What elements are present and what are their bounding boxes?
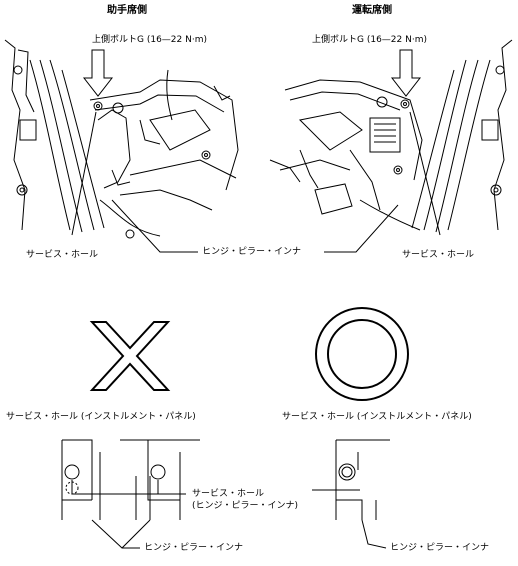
- service-hole-hinge-sublabel: (ヒンジ・ピラー・インナ): [192, 501, 299, 511]
- service-hole-label-left: サービス・ホール: [26, 250, 99, 260]
- upper-bolt-label-left: 上側ボルトG (16—22 N·m): [92, 35, 207, 45]
- service-hole-label-right: サービス・ホール: [402, 250, 475, 260]
- service-hole-panel-label-right: サービス・ホール (インストルメント・パネル): [282, 412, 472, 422]
- driver-side-drawing: [269, 39, 513, 236]
- incorrect-detail-drawing: [61, 439, 200, 549]
- passenger-side-title: 助手席側: [107, 5, 147, 16]
- correct-detail-drawing: [312, 439, 390, 549]
- upper-bolt-label-right: 上側ボルトG (16—22 N·m): [312, 35, 427, 45]
- correct-circle-mark: [315, 307, 409, 401]
- hinge-pillar-inner-label-bottom-right: ヒンジ・ピラー・インナ: [390, 543, 490, 553]
- passenger-side-drawing: [4, 39, 239, 239]
- hinge-pillar-inner-label-top: ヒンジ・ピラー・インナ: [202, 247, 302, 257]
- hinge-pillar-inner-label-bottom-left: ヒンジ・ピラー・インナ: [144, 543, 244, 553]
- service-hole-panel-label-left: サービス・ホール (インストルメント・パネル): [6, 412, 196, 422]
- driver-side-title: 運転席側: [352, 5, 392, 16]
- service-hole-hinge-label: サービス・ホール: [192, 489, 265, 499]
- wrong-cross-mark: [89, 321, 171, 391]
